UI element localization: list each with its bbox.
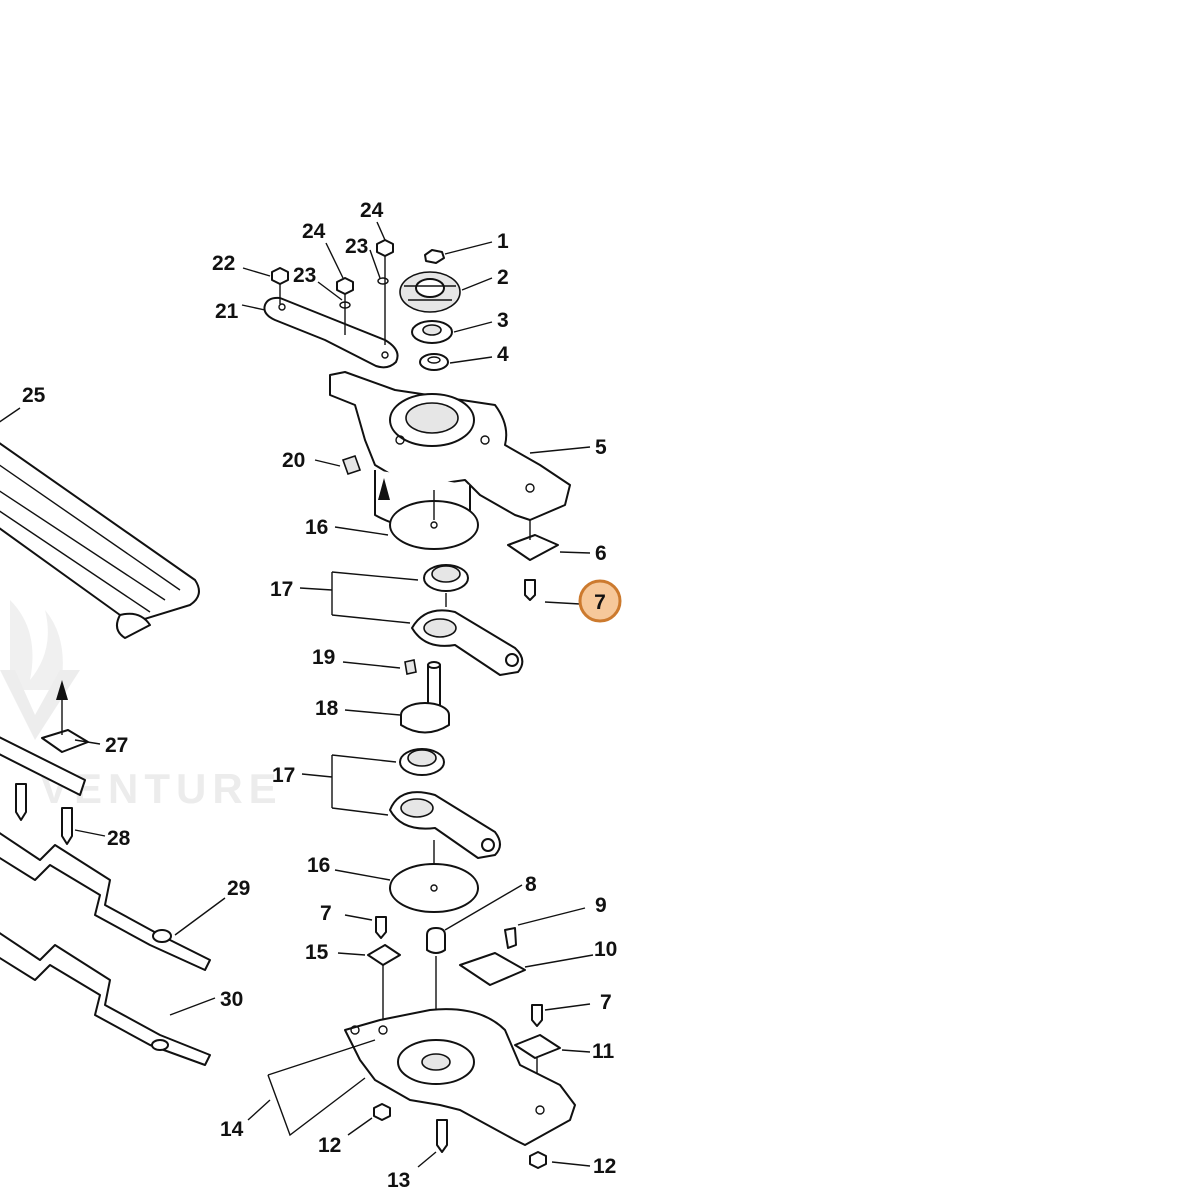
label-15: 15 (305, 941, 329, 964)
label-22: 22 (212, 252, 235, 275)
leader-lines (0, 221, 594, 1168)
label-12-right: 12 (593, 1155, 616, 1178)
label-23-left: 23 (293, 264, 316, 287)
label-20: 20 (282, 449, 305, 472)
part-lever-arm (263, 256, 399, 369)
label-14: 14 (220, 1118, 244, 1141)
part-labels: 1 2 3 4 5 6 7 7 7 8 9 10 11 12 12 13 14 … (22, 199, 622, 1192)
label-23-right: 23 (345, 235, 368, 258)
label-11: 11 (592, 1040, 615, 1063)
label-16-bottom: 16 (307, 854, 330, 877)
label-19: 19 (312, 646, 335, 669)
label-1: 1 (497, 230, 509, 253)
watermark: VENTURE (0, 600, 277, 812)
part-connecting-rods (389, 564, 524, 859)
label-29: 29 (227, 877, 250, 900)
label-17-bottom: 17 (272, 764, 295, 787)
label-12-left: 12 (318, 1134, 341, 1157)
label-4: 4 (497, 343, 509, 366)
label-13: 13 (387, 1169, 410, 1192)
label-17-top: 17 (270, 578, 293, 601)
part-gear-stack (399, 249, 461, 371)
part-crankshaft (400, 659, 450, 734)
label-7-left: 7 (320, 902, 332, 925)
part-blades (0, 832, 211, 1066)
label-30: 30 (220, 988, 243, 1011)
label-8: 8 (525, 873, 537, 896)
part-gear-housing-upper (329, 371, 571, 530)
part-thrust-discs (389, 500, 479, 913)
part-nuts-washers (271, 239, 394, 309)
part-gear-housing-lower (267, 1008, 576, 1146)
watermark-flame-icon (10, 600, 63, 690)
label-10: 10 (594, 938, 617, 961)
label-18: 18 (315, 697, 339, 720)
label-2: 2 (497, 266, 509, 289)
label-9: 9 (595, 894, 607, 917)
label-3: 3 (497, 309, 509, 332)
label-16-top: 16 (305, 516, 328, 539)
highlighted-callout-7[interactable]: 7 (578, 579, 622, 623)
label-7-right: 7 (600, 991, 612, 1014)
label-6: 6 (595, 542, 607, 565)
label-25: 25 (22, 384, 46, 407)
label-21: 21 (215, 300, 239, 323)
label-24-left: 24 (302, 220, 326, 243)
label-7-highlighted: 7 (594, 591, 606, 614)
part-clip-and-screw (507, 520, 559, 601)
leader-brackets (299, 490, 447, 865)
part-blade-guide (0, 680, 89, 845)
label-28: 28 (107, 827, 131, 850)
part-bottom-nuts-bolt (373, 1103, 547, 1169)
label-5: 5 (595, 436, 607, 459)
label-27: 27 (105, 734, 128, 757)
part-blade-sheath (0, 442, 200, 639)
label-24-right: 24 (360, 199, 384, 222)
part-key (341, 454, 362, 476)
highlight-circle[interactable] (578, 579, 622, 623)
